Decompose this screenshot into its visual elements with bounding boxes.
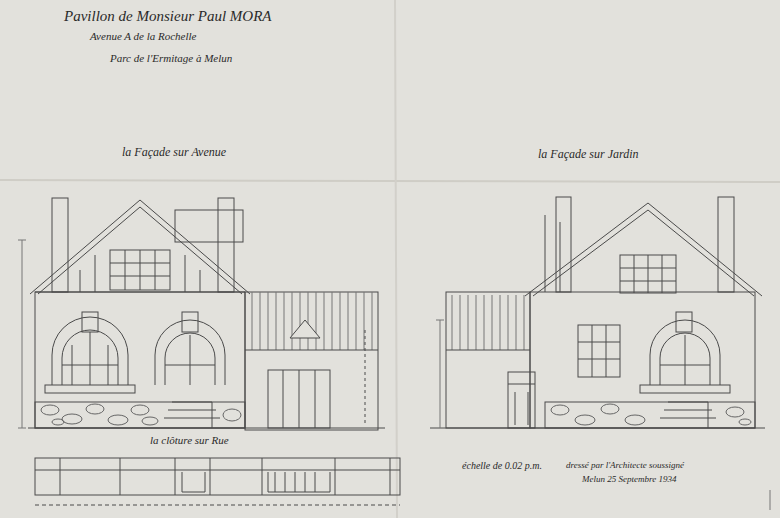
elevation-title: la Façade sur Jardin	[538, 148, 639, 162]
elevation-title: la clôture sur Rue	[150, 434, 229, 447]
signature-note: dressé par l'Architecte soussigné	[566, 460, 684, 470]
date-note: Melun 25 Septembre 1934	[582, 474, 676, 484]
scale-note: échelle de 0.02 p.m.	[462, 460, 542, 472]
elevation-title: la Façade sur Avenue	[122, 146, 226, 160]
address-line: Parc de l'Ermitage à Melun	[110, 52, 232, 65]
drawing-title: Pavillon de Monsieur Paul MORA	[64, 8, 271, 25]
address-line: Avenue A de la Rochelle	[90, 30, 197, 43]
